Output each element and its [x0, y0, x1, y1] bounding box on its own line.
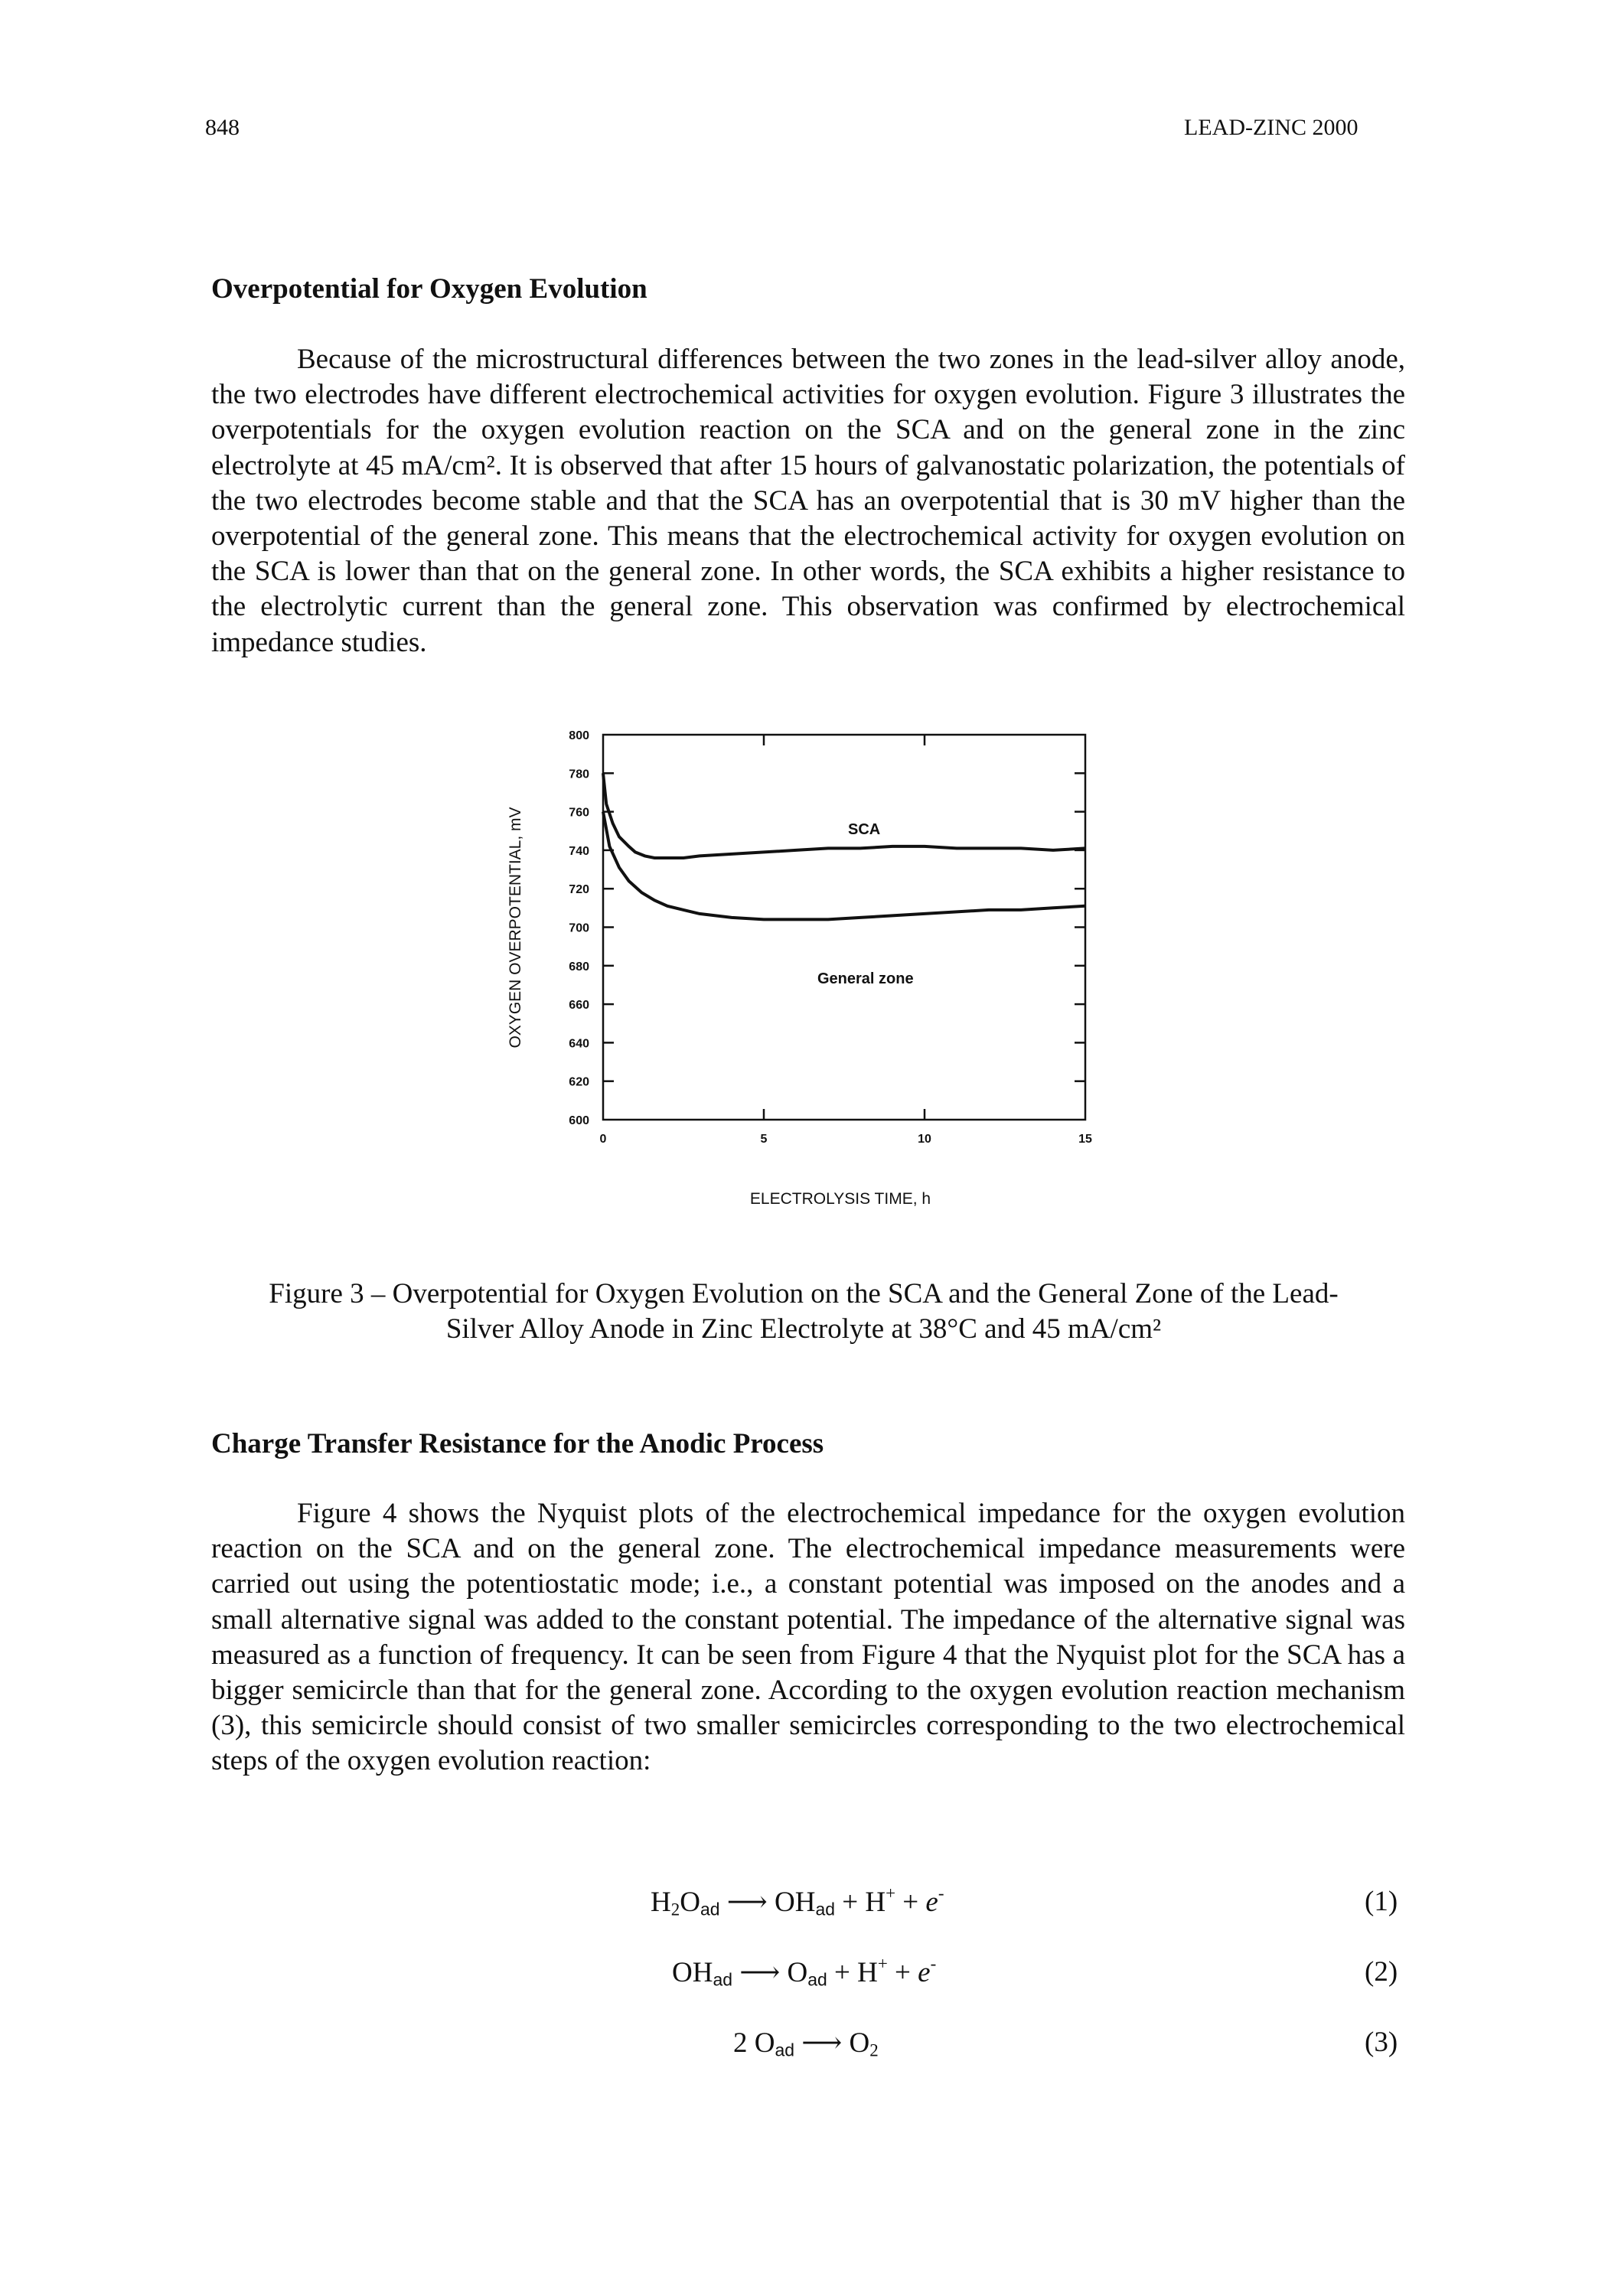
figure3-caption-line2: Silver Alloy Anode in Zinc Electrolyte a… — [445, 1313, 1162, 1345]
equation-1: H2Oad ⟶ OHad + H+ + e- — [651, 1883, 944, 1919]
y-axis-label: OXYGEN OVERPOTENTIAL, mV — [507, 807, 524, 1048]
equation-number-3: (3) — [1365, 2027, 1398, 2058]
y-tick-label: 600 — [569, 1114, 589, 1127]
equation-number-1: (1) — [1365, 1886, 1398, 1917]
equation-2: OHad ⟶ Oad + H+ + e- — [672, 1953, 937, 1990]
y-tick-label: 760 — [569, 807, 589, 820]
x-axis-ticks: 0 5 10 15 — [600, 735, 1092, 1146]
x-tick-label: 5 — [761, 1133, 768, 1146]
y-tick-label: 700 — [569, 922, 589, 935]
y-tick-label: 660 — [569, 999, 589, 1012]
x-axis-label: ELECTROLYSIS TIME, h — [750, 1190, 931, 1208]
y-tick-label: 680 — [569, 960, 589, 974]
y-tick-label: 620 — [569, 1076, 589, 1089]
equation-number-2: (2) — [1365, 1956, 1398, 1988]
figure3-caption-line1: Figure 3 – Overpotential for Oxygen Evol… — [269, 1278, 1339, 1309]
y-tick-label: 740 — [569, 845, 589, 858]
series-label-general-zone: General zone — [817, 970, 914, 987]
y-tick-label: 780 — [569, 768, 589, 781]
x-tick-label: 15 — [1078, 1133, 1092, 1146]
y-tick-label: 640 — [569, 1037, 589, 1050]
paragraph-overpotential: Because of the microstructural differenc… — [211, 344, 1405, 658]
series-label-sca: SCA — [848, 821, 880, 838]
section-heading-charge-transfer: Charge Transfer Resistance for the Anodi… — [211, 1428, 824, 1459]
y-axis-ticks: 600 620 640 660 680 700 720 740 760 780 800 — [569, 729, 1085, 1127]
running-title: LEAD-ZINC 2000 — [1184, 115, 1358, 140]
paragraph-charge-transfer: Figure 4 shows the Nyquist plots of the … — [211, 1498, 1405, 1777]
y-tick-label: 720 — [569, 883, 589, 896]
y-tick-label: 800 — [569, 729, 589, 742]
x-tick-label: 10 — [918, 1133, 931, 1146]
x-tick-label: 0 — [600, 1133, 607, 1146]
plot-frame — [602, 733, 1087, 1121]
page-number: 848 — [205, 115, 240, 140]
series-line-sca — [602, 773, 1086, 859]
equation-3: 2 Oad ⟶ O2 — [733, 2027, 879, 2060]
section-heading-overpotential: Overpotential for Oxygen Evolution — [211, 273, 647, 305]
series-line-general-zone — [602, 811, 1086, 921]
figure3-chart: 600 620 640 660 680 700 720 740 760 780 800 0 5 10 15… — [507, 729, 1092, 1208]
